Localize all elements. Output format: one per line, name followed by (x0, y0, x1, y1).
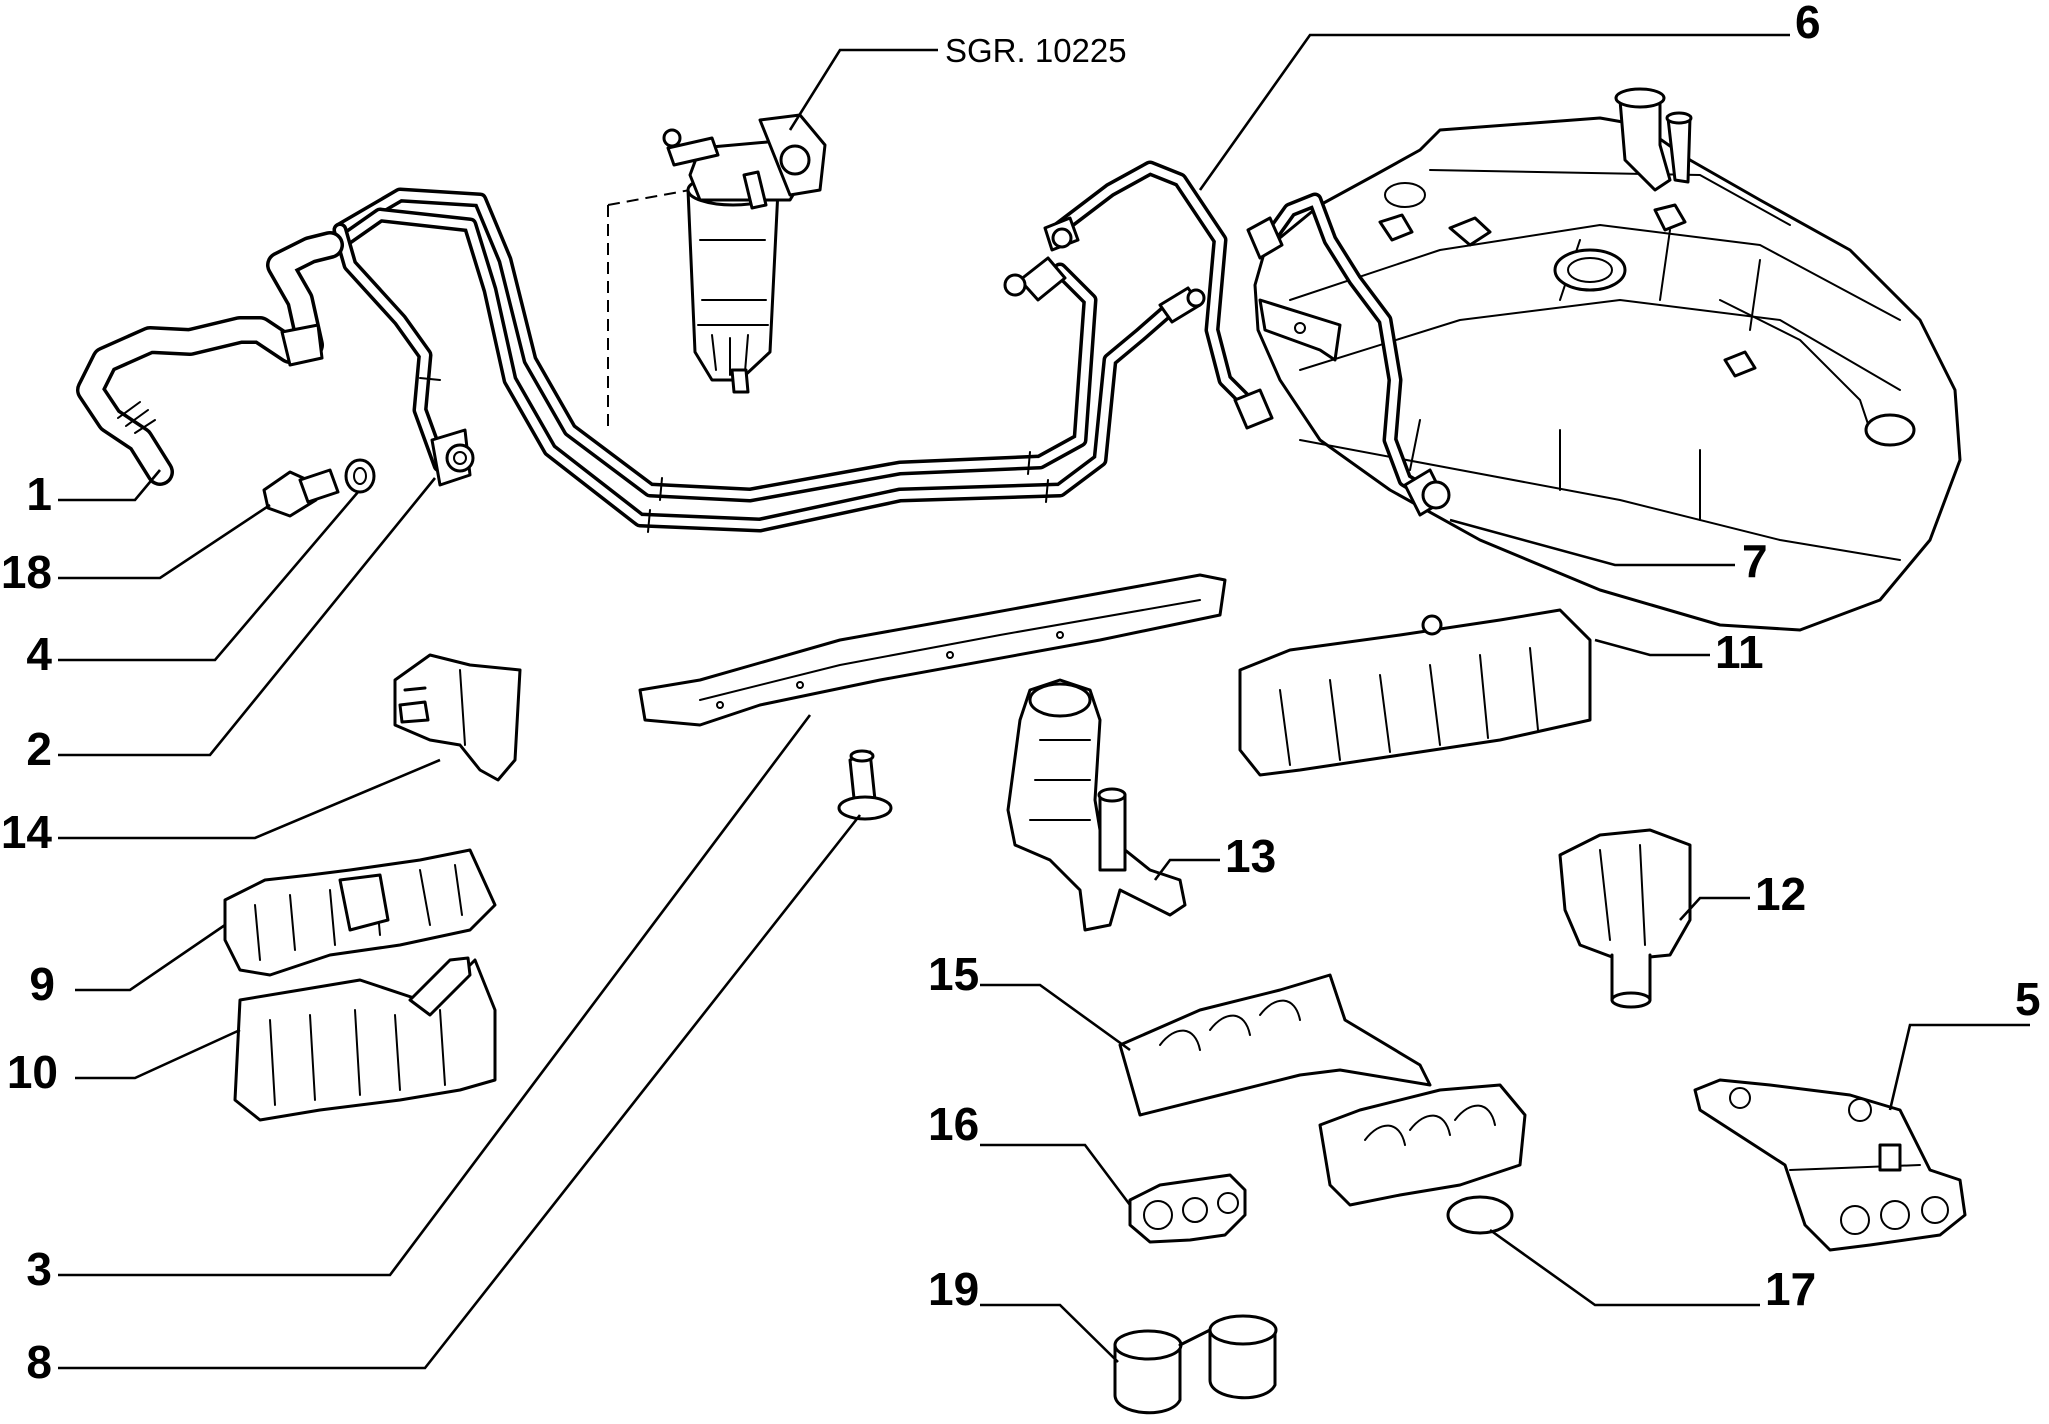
leader-7 (1449, 518, 1735, 567)
callout-2: 2 (26, 723, 52, 775)
callout-7: 7 (1742, 535, 1768, 587)
fuel-pipes (322, 187, 1206, 533)
callout-5: 5 (2015, 973, 2041, 1025)
fuel-hose-1 (76, 231, 344, 486)
callout-1: 1 (26, 468, 52, 520)
leader-11 (1594, 638, 1710, 657)
labels: SGR. 10225 1 18 4 2 14 9 10 3 8 6 7 11 1… (1, 0, 2041, 1388)
callout-3: 3 (26, 1243, 52, 1295)
leader-13 (1153, 858, 1220, 881)
callout-11: 11 (1715, 626, 1764, 678)
mounting-rail-3 (638, 573, 1227, 727)
callout-19: 19 (928, 1263, 979, 1315)
fuel-tank (1253, 87, 1962, 632)
leader-12 (1679, 896, 1750, 921)
banjo-bolt-18 (262, 468, 340, 518)
leader-5 (1888, 1023, 2030, 1111)
callout-13: 13 (1225, 830, 1276, 882)
pipe-clip-11 (1238, 608, 1592, 777)
pipe-clip-12 (1558, 828, 1692, 1009)
callout-18: 18 (1, 546, 52, 598)
bracket-14 (393, 653, 522, 782)
leader-9 (75, 923, 226, 992)
pipe-clip-10 (233, 956, 497, 1122)
fuel-filter (607, 113, 827, 430)
bracket-5 (1693, 1078, 1967, 1252)
leader-ref (788, 48, 938, 131)
leader-18 (58, 503, 271, 580)
leader-16 (980, 1143, 1132, 1206)
fuel-pipe-7 (1246, 192, 1451, 517)
pipe-clip-19 (1113, 1314, 1278, 1415)
leader-19 (980, 1303, 1119, 1363)
callout-14: 14 (1, 806, 53, 858)
callout-17: 17 (1765, 1263, 1816, 1315)
fuel-pipe-6 (1043, 160, 1274, 430)
leader-6 (1198, 33, 1790, 191)
leader-lines (58, 33, 2030, 1370)
leader-3 (58, 714, 812, 1277)
leader-8 (58, 814, 862, 1370)
callout-15: 15 (928, 948, 979, 1000)
washer-4 (344, 458, 376, 494)
leader-10 (75, 1028, 241, 1080)
callout-4: 4 (26, 628, 52, 680)
callout-12: 12 (1755, 868, 1806, 920)
pipe-clip-17 (1318, 1083, 1527, 1235)
screw-8 (837, 749, 893, 821)
leader-4 (58, 491, 359, 662)
pipe-clip-16 (1128, 1173, 1247, 1244)
leader-1 (58, 469, 161, 502)
leader-15 (980, 983, 1131, 1052)
pipe-end-fitting-b (1158, 286, 1206, 324)
callout-16: 16 (928, 1098, 979, 1150)
callout-9: 9 (29, 958, 55, 1010)
leader-17 (1489, 1228, 1760, 1307)
pipe-end-fitting-a (1003, 256, 1067, 302)
reference-label: SGR. 10225 (945, 32, 1127, 69)
pipe-clip-15 (1118, 973, 1432, 1117)
callout-10: 10 (7, 1046, 58, 1098)
leader-2 (58, 477, 437, 757)
leader-14 (58, 758, 441, 840)
pipe-clip-9 (223, 848, 497, 977)
callout-6: 6 (1795, 0, 1821, 48)
bracket-13 (1006, 678, 1187, 932)
callout-8: 8 (26, 1336, 52, 1388)
